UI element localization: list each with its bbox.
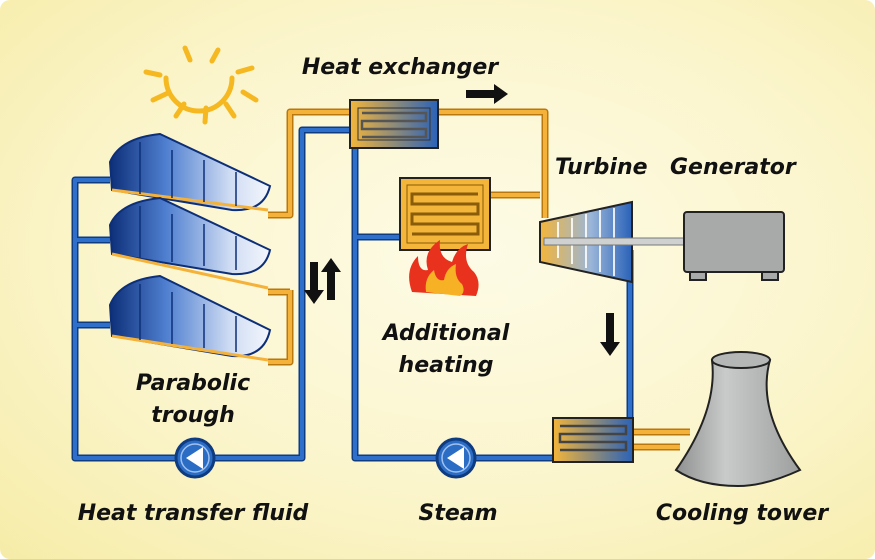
parabolic-trough-label-line2: trough: [151, 403, 235, 428]
trough-row-2: [108, 196, 272, 290]
cooling-tower-icon: [674, 351, 802, 488]
heat-transfer-fluid-label: Heat transfer fluid: [78, 501, 309, 526]
turbine-icon: [539, 200, 685, 284]
cooling-tower-label: Cooling tower: [656, 501, 829, 526]
steam-label: Steam: [418, 501, 497, 526]
boiler-icon: [399, 177, 491, 251]
trough-row-3: [108, 274, 272, 362]
turbine-label: Turbine: [555, 155, 648, 180]
condenser-icon: [552, 417, 634, 463]
parabolic-trough-label-line1: Parabolic: [136, 371, 250, 396]
heat-exchanger-icon: [349, 99, 439, 149]
flame-icon: [409, 240, 479, 296]
generator-label: Generator: [670, 155, 797, 180]
trough-row-1: [108, 132, 272, 212]
additional-heating-label-line1: Additional: [381, 321, 510, 346]
flow-arrow-icon: [304, 84, 620, 356]
additional-heating-label-line2: heating: [399, 353, 494, 378]
cold-pipes: [71, 126, 634, 462]
sun-icon: [143, 45, 259, 125]
parabolic-trough-icon: [108, 132, 272, 362]
heat-exchanger-label: Heat exchanger: [302, 55, 499, 80]
pump-icon-steam: [435, 437, 477, 479]
pump-icon: [174, 437, 216, 479]
generator-icon: [683, 211, 785, 281]
